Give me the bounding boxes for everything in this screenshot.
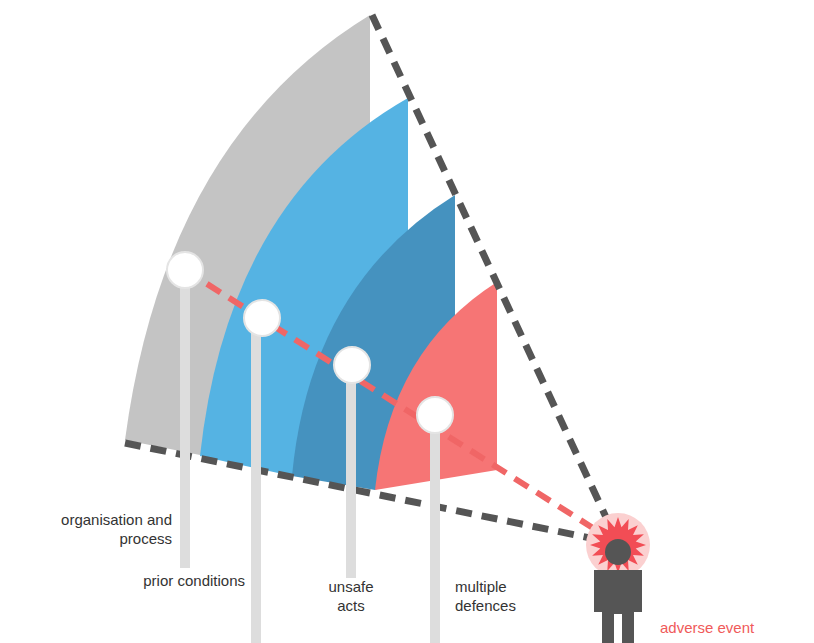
slice-label: organisation and process [32,510,172,548]
cheese-hole [244,300,280,336]
label-pole [430,418,440,643]
impact-halo [586,513,650,577]
person-head [605,539,631,565]
person-body [594,570,642,643]
cheese-hole [417,397,453,433]
cheese-hole [167,252,203,288]
label-pole [251,322,261,643]
slice-label: prior conditions [95,571,245,590]
label-pole [180,275,190,568]
cheese-hole [334,347,370,383]
frame-dash [125,443,600,540]
event-label: adverse event [660,618,810,637]
label-pole [346,368,356,578]
impact-burst [590,517,646,573]
frame-dash [372,15,612,530]
hazard-trajectory [185,270,612,540]
slice-label: multiple defences [455,577,545,615]
slice-label: unsafe acts [316,577,386,615]
